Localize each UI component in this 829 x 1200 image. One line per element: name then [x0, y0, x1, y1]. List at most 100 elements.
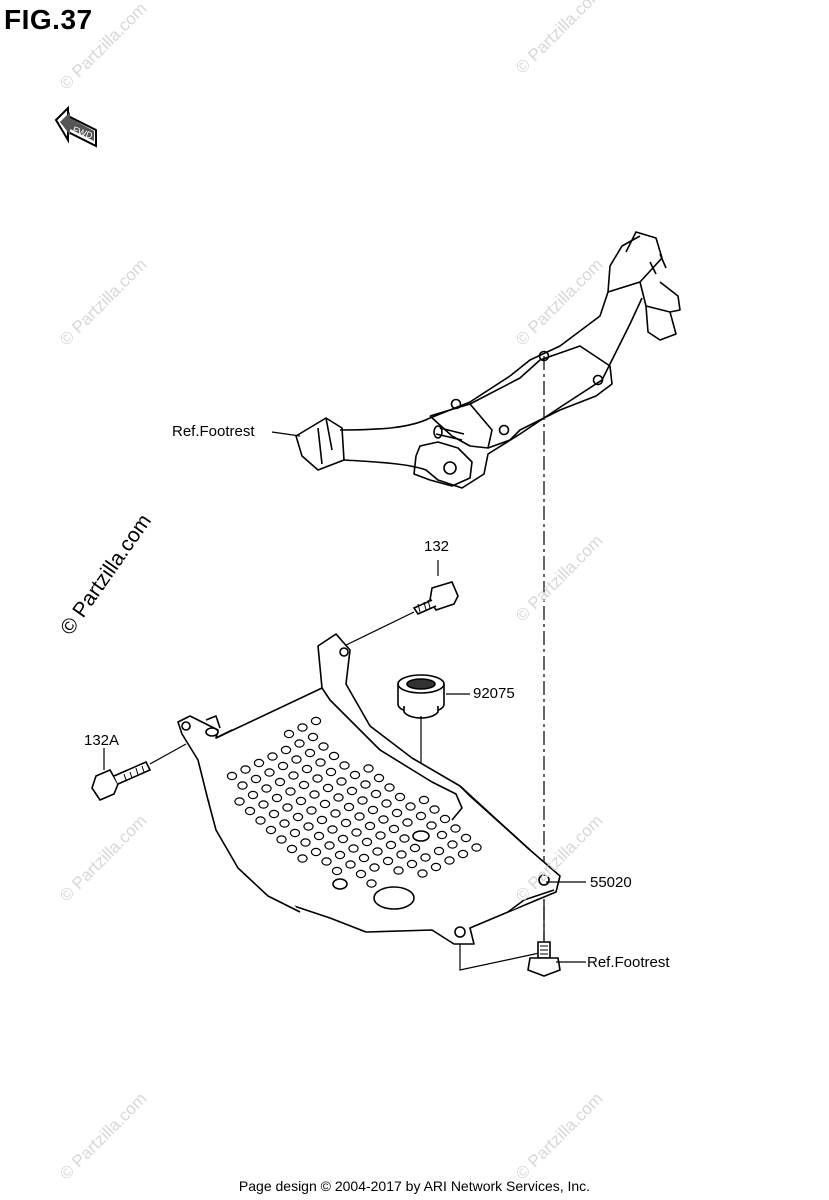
perforation-hole	[309, 790, 320, 799]
footer-copyright: Page design © 2004-2017 by ARI Network S…	[238, 1178, 591, 1194]
perforation-hole	[369, 863, 380, 872]
perforation-hole	[226, 771, 238, 781]
perforation-hole	[244, 806, 256, 816]
perforation-hole	[402, 818, 413, 827]
perforation-hole	[237, 781, 248, 790]
perforation-hole	[367, 805, 379, 815]
perforation-hole	[288, 771, 299, 780]
perforation-hole	[370, 789, 382, 799]
perforation-hole	[276, 835, 287, 844]
perforation-hole	[303, 822, 314, 831]
perforation-hole	[384, 783, 395, 792]
perforation-hole	[420, 853, 431, 862]
perforation-hole	[306, 806, 317, 815]
perforation-hole	[447, 840, 458, 849]
bolt-132	[412, 581, 459, 616]
perforation-hole	[318, 742, 329, 751]
perforation-hole	[360, 780, 371, 789]
perforation-hole	[346, 786, 358, 796]
callout-132[interactable]: 132	[424, 538, 450, 555]
perforation-hole	[247, 790, 259, 800]
perforation-hole	[373, 773, 385, 783]
perforation-hole	[340, 818, 352, 828]
skid-plate-55020	[177, 633, 561, 945]
perforation-hole	[345, 860, 356, 869]
perforation-hole	[426, 821, 437, 830]
perforation-hole	[295, 796, 307, 806]
perforation-hole	[261, 784, 272, 793]
callout-ref-footrest-top[interactable]: Ref.Footrest	[172, 423, 255, 440]
perforation-hole	[406, 859, 418, 869]
perforation-hole	[339, 761, 350, 770]
perforation-hole	[315, 758, 326, 767]
perforation-hole	[349, 770, 361, 780]
perforation-hole	[264, 768, 275, 777]
perforation-hole	[393, 866, 404, 875]
perforation-hole	[361, 837, 373, 847]
perforation-hole	[343, 802, 355, 812]
perforation-hole	[378, 815, 389, 824]
perforation-hole	[292, 812, 304, 822]
perforation-hole	[286, 844, 298, 854]
perforation-hole	[388, 824, 400, 834]
perforation-hole	[375, 831, 386, 840]
perforation-hole	[358, 853, 370, 863]
perforation-hole	[322, 783, 334, 793]
perforation-hole	[312, 774, 323, 783]
perforation-hole	[289, 828, 301, 838]
bolt-132a	[91, 760, 152, 801]
perforation-hole	[291, 755, 302, 764]
perforation-hole	[319, 799, 331, 809]
perforation-hole	[391, 808, 403, 818]
leader-132-to-plate	[339, 611, 415, 649]
perforation-hole	[394, 792, 406, 802]
perforation-hole	[310, 847, 322, 857]
perforation-hole	[433, 846, 445, 856]
perforation-hole	[253, 758, 265, 768]
perforation-hole	[300, 838, 311, 847]
footrest-bracket	[295, 231, 681, 489]
perforation-hole	[321, 857, 332, 866]
perforation-hole	[460, 833, 472, 843]
perforation-hole	[277, 761, 289, 771]
perforation-hole	[334, 850, 346, 860]
perforation-hole	[457, 849, 469, 859]
perforation-hole	[265, 825, 277, 835]
perforation-hole	[418, 795, 430, 805]
perforation-hole	[316, 815, 328, 825]
perforation-hole	[396, 850, 407, 859]
perforation-hole	[471, 843, 482, 852]
perforation-hole	[271, 793, 283, 803]
perforation-hole	[327, 825, 338, 834]
perforation-hole	[417, 869, 428, 878]
perforation-hole	[285, 787, 296, 796]
perforation-hole	[324, 841, 335, 850]
perforation-hole	[267, 752, 278, 761]
perforation-hole	[250, 774, 262, 784]
perforation-hole	[336, 777, 347, 786]
perforation-hole	[382, 856, 394, 866]
perforation-hole	[355, 869, 367, 879]
leader-bracket-bottom	[459, 900, 545, 971]
perforation-hole	[430, 862, 442, 872]
perforation-hole	[283, 729, 295, 739]
perforation-hole	[280, 745, 292, 755]
perforation-hole	[415, 811, 427, 821]
perforation-hole	[372, 847, 383, 856]
perforation-hole	[337, 834, 349, 844]
callout-92075[interactable]: 92075	[473, 685, 515, 702]
perforation-hole	[366, 879, 377, 888]
perforation-hole	[405, 802, 416, 811]
perforation-hole	[282, 803, 293, 812]
perforation-hole	[385, 840, 397, 850]
callout-132a[interactable]: 132A	[84, 732, 120, 749]
perforation-hole	[399, 834, 410, 843]
callout-55020[interactable]: 55020	[590, 874, 632, 891]
perforation-hole	[436, 830, 448, 840]
perforation-hole	[301, 764, 313, 774]
perforation-hole	[381, 799, 392, 808]
perforation-hole	[297, 723, 308, 732]
perforation-hole	[429, 805, 440, 814]
leader-ref-footrest-top	[271, 431, 301, 437]
callout-ref-footrest-bottom[interactable]: Ref.Footrest	[587, 954, 670, 971]
